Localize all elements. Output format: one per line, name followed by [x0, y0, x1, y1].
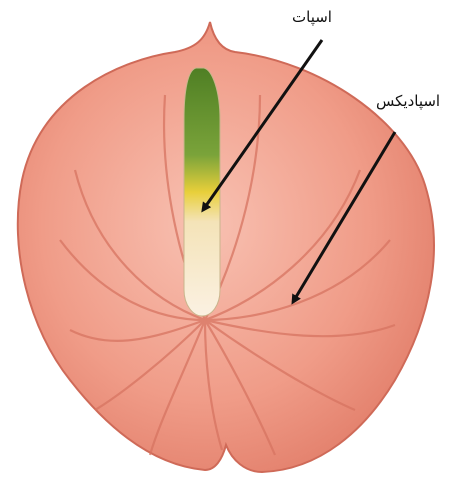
label-spadix: اسپادیکس: [376, 92, 440, 110]
spathe: [18, 22, 434, 472]
label-spathe: اسپات: [292, 8, 332, 26]
